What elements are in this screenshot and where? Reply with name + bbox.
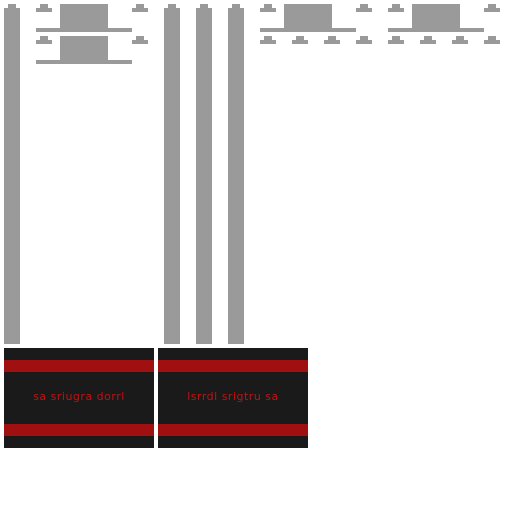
- sprite-bump-b1-base: [36, 40, 52, 44]
- sprite-base-a: [36, 28, 132, 32]
- side-strip-left-cap: [8, 4, 16, 8]
- side-strip-2: [196, 8, 212, 344]
- sprite-stud-c4: [360, 36, 368, 40]
- sprite-block-a: [60, 4, 108, 28]
- sprite-bump-c2: [360, 4, 368, 8]
- sprite-stud-d2-base: [420, 40, 436, 44]
- sprite-bump-c2-base: [356, 8, 372, 12]
- sprite-stud-c4-base: [356, 40, 372, 44]
- label-text-left: sa sriugra dorrl: [33, 390, 125, 403]
- sprite-block-d: [412, 4, 460, 28]
- sprite-stud-d4-base: [484, 40, 500, 44]
- sprite-bump-b2-base: [132, 40, 148, 44]
- sprite-stud-d3-base: [452, 40, 468, 44]
- sprite-bump-d2: [488, 4, 496, 8]
- side-strip-left: [4, 8, 20, 344]
- sprite-base-d: [388, 28, 484, 32]
- label-text-right: lsrrdl srigtru sa: [187, 390, 279, 403]
- sprite-bump-b2: [136, 36, 144, 40]
- sprite-stud-d3: [456, 36, 464, 40]
- sprite-bump-d2-base: [484, 8, 500, 12]
- side-strip-3-cap: [232, 4, 240, 8]
- side-strip-1: [164, 8, 180, 344]
- side-strip-1-cap: [168, 4, 176, 8]
- label-stripe-top: [4, 360, 154, 372]
- sprite-bump-c1: [264, 4, 272, 8]
- side-strip-2-cap: [200, 4, 208, 8]
- sprite-stud-d2: [424, 36, 432, 40]
- sprite-bump-d1-base: [388, 8, 404, 12]
- sprite-base-b: [36, 60, 132, 64]
- sprite-stud-c2: [296, 36, 304, 40]
- sprite-bump-a2: [136, 4, 144, 8]
- sprite-stud-c3: [328, 36, 336, 40]
- label-panel-left: sa sriugra dorrl: [4, 348, 154, 448]
- sprite-bump-d1: [392, 4, 400, 8]
- sprite-bump-a2-base: [132, 8, 148, 12]
- sprite-bump-b1: [40, 36, 48, 40]
- sprite-stud-d1-base: [388, 40, 404, 44]
- side-strip-3: [228, 8, 244, 344]
- sprite-stud-c1-base: [260, 40, 276, 44]
- sprite-block-c: [284, 4, 332, 28]
- label-stripe-bottom: [4, 424, 154, 436]
- sprite-base-c: [260, 28, 356, 32]
- sprite-stud-c3-base: [324, 40, 340, 44]
- sprite-stud-c1: [264, 36, 272, 40]
- sprite-block-b: [60, 36, 108, 60]
- label-stripe-top: [158, 360, 308, 372]
- sprite-bump-a1-base: [36, 8, 52, 12]
- sprite-bump-c1-base: [260, 8, 276, 12]
- sprite-stud-c2-base: [292, 40, 308, 44]
- label-stripe-bottom: [158, 424, 308, 436]
- sprite-stud-d4: [488, 36, 496, 40]
- sprite-bump-a1: [40, 4, 48, 8]
- label-panel-right: lsrrdl srigtru sa: [158, 348, 308, 448]
- sprite-stud-d1: [392, 36, 400, 40]
